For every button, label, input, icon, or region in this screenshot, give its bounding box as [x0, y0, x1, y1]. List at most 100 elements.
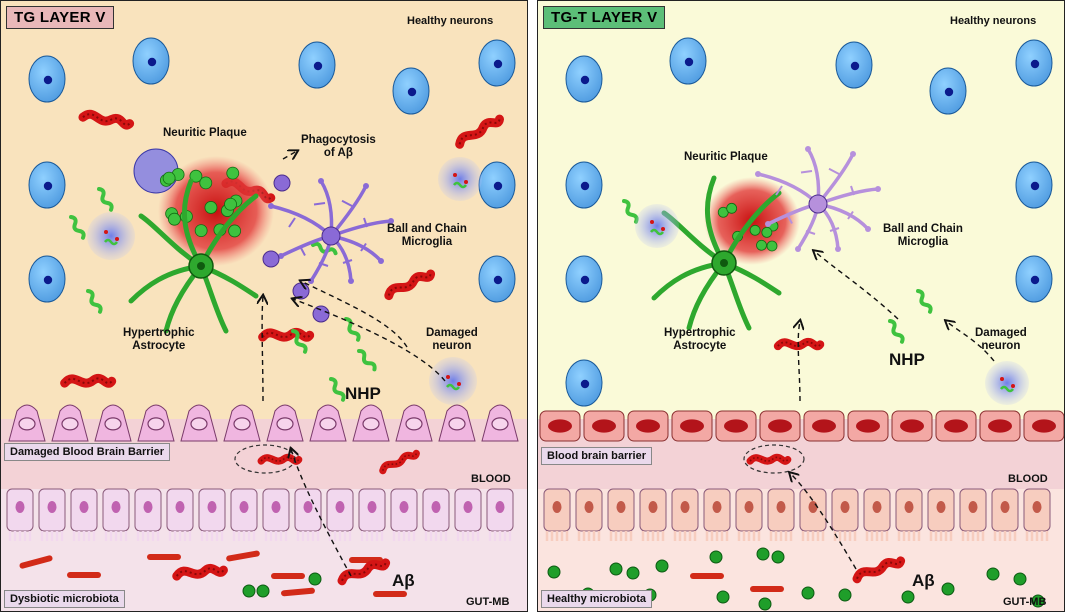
coccus-bacterium — [1013, 572, 1027, 586]
left-astrocyte-line2: Astrocyte — [132, 340, 186, 353]
phagocytic-ball — [292, 282, 310, 300]
left-panel-illustration — [1, 1, 527, 611]
left-astrocyte-label: Hypertrophic Astrocyte — [123, 327, 195, 353]
amyloid-beta-aggregate — [78, 109, 135, 130]
damaged-neuron — [985, 361, 1029, 405]
blood-brain-barrier-cell — [481, 404, 519, 442]
coccus-bacterium — [1031, 594, 1045, 608]
left-panel-title: TG LAYER V — [6, 6, 114, 29]
gut-epithelial-cell — [230, 488, 258, 541]
blood-brain-barrier-cell — [352, 404, 390, 442]
left-nhp-label: NHP — [345, 384, 381, 403]
left-astrocyte-line1: Hypertrophic — [123, 327, 195, 339]
left-damaged-neuron-line2: neuron — [432, 340, 472, 353]
ball-and-chain-microglia — [268, 178, 394, 284]
hypertrophic-astrocyte — [128, 178, 259, 334]
right-arrow-nhp-to-microglia — [814, 251, 899, 320]
right-microbiota-label: Healthy microbiota — [541, 590, 653, 608]
blood-brain-barrier-cell — [8, 404, 46, 442]
coccus-bacterium — [547, 565, 561, 579]
gut-epithelial-cell — [831, 488, 859, 541]
left-phagocytosis-label: Phagocytosis of Aβ — [301, 134, 376, 160]
nhp-helix — [357, 349, 377, 372]
plaque-nhp-bead — [761, 226, 773, 238]
left-microbiota-label: Dysbiotic microbiota — [4, 590, 125, 608]
right-astrocyte-label: Hypertrophic Astrocyte — [664, 327, 736, 353]
healthy-neuron — [132, 37, 170, 85]
phagocytic-ball — [312, 305, 330, 323]
blood-brain-barrier-cell — [847, 410, 889, 442]
blood-brain-barrier-cell — [438, 404, 476, 442]
blood-brain-barrier-cell — [715, 410, 757, 442]
gut-epithelial-cell — [102, 488, 130, 541]
blood-brain-barrier-cell — [309, 404, 347, 442]
rod-bacterium — [281, 587, 315, 597]
amyloid-beta-aggregate — [384, 269, 436, 301]
healthy-neuron — [1015, 255, 1053, 303]
plaque-nhp-bead — [228, 224, 242, 238]
blood-brain-barrier-cell — [266, 404, 304, 442]
left-panel-tg-layer-v: TG LAYER V Healthy neurons Neuritic Plaq… — [0, 0, 528, 612]
right-microglia-label: Ball and Chain Microglia — [883, 223, 963, 249]
gut-epithelial-cell — [863, 488, 891, 541]
blood-brain-barrier-cell — [759, 410, 801, 442]
gut-epithelial-cell — [486, 488, 514, 541]
gut-epithelial-cell — [575, 488, 603, 541]
coccus-bacterium — [716, 590, 730, 604]
gut-epithelial-cell — [991, 488, 1019, 541]
healthy-neuron — [478, 39, 516, 87]
blood-brain-barrier-cell — [94, 404, 132, 442]
left-barrier-label: Damaged Blood Brain Barrier — [4, 443, 171, 461]
amyloid-beta-aggregate — [172, 563, 228, 581]
left-phagocytosis-line1: Phagocytosis — [301, 134, 376, 146]
gut-epithelial-cell — [422, 488, 450, 541]
plaque-nhp-bead — [226, 166, 240, 180]
rod-bacterium — [19, 555, 53, 569]
rod-bacterium — [67, 572, 101, 578]
gut-epithelial-cell — [735, 488, 763, 541]
gut-epithelial-cell — [294, 488, 322, 541]
right-astrocyte-line1: Hypertrophic — [664, 327, 736, 339]
plaque-nhp-bead — [168, 212, 181, 226]
gut-epithelial-cell — [38, 488, 66, 541]
gut-epithelial-cell — [639, 488, 667, 541]
coccus-bacterium — [771, 550, 785, 564]
damaged-neuron — [438, 157, 482, 201]
nhp-helix — [311, 241, 338, 256]
healthy-neuron — [28, 161, 66, 209]
nhp-helix — [69, 215, 86, 240]
blood-brain-barrier-cell — [671, 410, 713, 442]
amyloid-beta-aggregate — [852, 556, 906, 584]
plaque-nhp-bead — [726, 202, 738, 214]
blood-brain-barrier-cell — [583, 410, 625, 442]
right-panel-illustration — [538, 1, 1064, 611]
right-microglia-line1: Ball and Chain — [883, 223, 963, 235]
amyloid-beta-aggregate — [258, 328, 315, 342]
right-astrocyte-line2: Astrocyte — [673, 340, 727, 353]
blood-brain-barrier-cell — [979, 410, 1021, 442]
gut-epithelial-cell — [166, 488, 194, 541]
rod-bacterium — [373, 591, 407, 597]
healthy-neuron — [565, 55, 603, 103]
right-damaged-neuron-line1: Damaged — [975, 327, 1027, 339]
nhp-helix — [622, 199, 639, 224]
amyloid-beta-aggregate — [455, 114, 505, 149]
nhp-helix — [97, 187, 114, 212]
left-damaged-neuron-line1: Damaged — [426, 327, 478, 339]
coccus-bacterium — [801, 586, 815, 600]
healthy-neuron — [565, 255, 603, 303]
healthy-neuron — [565, 359, 603, 407]
right-arrow-gut-to-blood — [790, 473, 857, 570]
gut-epithelial-cell — [703, 488, 731, 541]
rod-bacterium — [271, 573, 305, 579]
healthy-neuron — [669, 37, 707, 85]
rod-bacterium — [226, 550, 260, 562]
gut-epithelial-cell — [671, 488, 699, 541]
right-microglia-line2: Microglia — [897, 236, 949, 249]
nhp-helix — [329, 377, 346, 402]
healthy-neuron — [28, 255, 66, 303]
coccus-bacterium — [901, 590, 915, 604]
amyloid-beta-aggregate — [379, 449, 420, 475]
left-neuritic-plaque-label: Neuritic Plaque — [163, 127, 247, 139]
